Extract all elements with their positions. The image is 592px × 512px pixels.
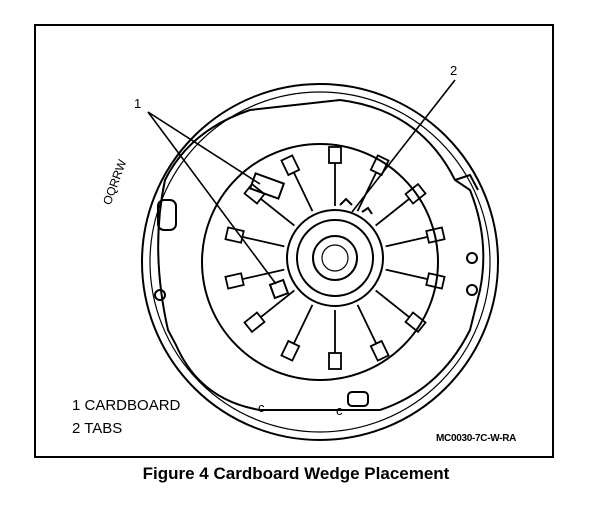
tab-upper xyxy=(339,197,353,206)
spring-finger xyxy=(385,268,428,281)
finger-tip-pad xyxy=(243,311,266,334)
legend-item-cardboard: 1 CARDBOARD xyxy=(72,397,180,414)
finger-tip-pad xyxy=(280,154,301,177)
finger-tip-pad xyxy=(224,272,245,290)
finger-tip-pad xyxy=(328,146,342,164)
spring-finger xyxy=(260,198,295,227)
callout-1: 1 xyxy=(134,96,142,111)
spring-finger xyxy=(242,235,285,248)
spring-finger xyxy=(242,268,285,281)
finger-tip-pad xyxy=(404,182,427,205)
spline-bore xyxy=(312,235,358,281)
bolt-hole-right xyxy=(466,252,478,264)
spring-finger xyxy=(292,304,314,344)
finger-tip-pad xyxy=(243,182,266,205)
figure-caption: Figure 4 Cardboard Wedge Placement xyxy=(142,464,450,483)
mounting-ear-left xyxy=(157,199,177,231)
cardboard-wedge-lower xyxy=(268,278,290,300)
bolt-hole-left xyxy=(154,289,166,301)
leader-line-2 xyxy=(351,79,456,213)
release-hub-ring xyxy=(296,219,374,297)
mounting-ear-bottom xyxy=(347,391,369,407)
cover-mark-c1: c xyxy=(258,400,265,415)
release-hub-outer xyxy=(286,209,384,307)
legend-number: 2 xyxy=(72,420,81,437)
spring-finger xyxy=(356,304,378,344)
spring-finger xyxy=(292,172,314,212)
finger-tip-pad xyxy=(425,226,446,244)
flywheel-inner-ring xyxy=(149,91,491,433)
tab-right xyxy=(361,206,373,215)
spring-finger xyxy=(375,198,410,227)
legend-number: 1 xyxy=(72,397,81,414)
callout-2: 2 xyxy=(450,63,458,78)
leader-line-1a xyxy=(147,111,261,185)
spline-inner xyxy=(321,244,349,272)
figure-frame xyxy=(34,24,554,458)
finger-tip-pad xyxy=(369,339,390,362)
finger-tip-pad xyxy=(328,352,342,370)
bolt-hole-right-2 xyxy=(466,284,478,296)
legend-text: CARDBOARD xyxy=(84,397,181,414)
flange-tab-right xyxy=(454,173,479,191)
clutch-cover xyxy=(157,98,485,411)
figure-code: MC0030-7C-W-RA xyxy=(436,433,517,444)
cover-inner-edge xyxy=(201,143,439,381)
diaphragm-fingers xyxy=(224,146,446,370)
finger-tip-pad xyxy=(224,226,245,244)
finger-tip-pad xyxy=(404,311,427,334)
spring-finger xyxy=(385,235,428,248)
cover-mark-c2: c xyxy=(336,403,343,418)
flywheel-outer-ring xyxy=(141,83,499,441)
spring-finger xyxy=(260,289,295,318)
legend-text: TABS xyxy=(84,420,123,437)
spring-finger xyxy=(375,289,410,318)
finger-tip-pad xyxy=(425,272,446,290)
legend-item-tabs: 2 TABS xyxy=(72,420,122,437)
cardboard-wedge-upper xyxy=(248,172,286,200)
leader-line-1b xyxy=(147,111,277,285)
finger-tip-pad xyxy=(280,339,301,362)
finger-tip-pad xyxy=(369,154,390,177)
